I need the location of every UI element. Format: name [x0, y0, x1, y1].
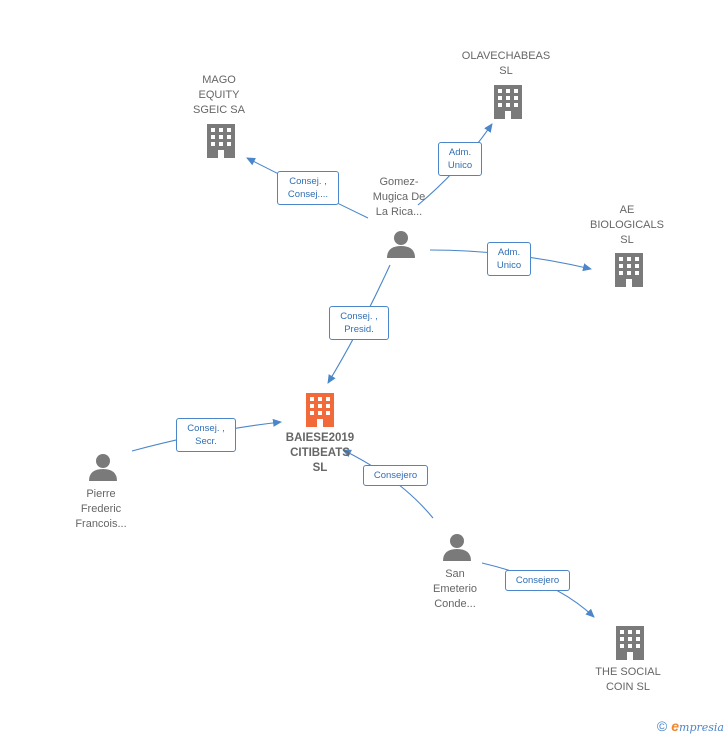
brand-name: mpresia: [679, 721, 724, 734]
node-label-mago[interactable]: MAGO EQUITY SGEIC SA: [193, 74, 245, 116]
brand-initial: e: [671, 718, 680, 734]
edge-label-gomez-olavechabeas[interactable]: Adm. Unico: [438, 142, 482, 176]
edge-label-gomez-mago[interactable]: Consej. , Consej....: [277, 171, 339, 205]
building-icon-ae-biologicals[interactable]: [615, 253, 643, 287]
empresia-logo: empresia: [671, 718, 724, 734]
edge-label-gomez-ae[interactable]: Adm. Unico: [487, 242, 531, 276]
edge-label-san-baiese[interactable]: Consejero: [363, 465, 428, 486]
building-icon-baiese[interactable]: [306, 393, 334, 427]
node-label-san-emeterio[interactable]: San Emeterio Conde...: [432, 568, 478, 610]
node-label-pierre[interactable]: Pierre Frederic Francois...: [75, 488, 127, 530]
node-label-gomez[interactable]: Gomez- Mugica De La Rica...: [372, 176, 426, 218]
edge-label-san-social[interactable]: Consejero: [505, 570, 570, 591]
building-icon-social-coin[interactable]: [616, 626, 644, 660]
edge-label-pierre-baiese[interactable]: Consej. , Secr.: [176, 418, 236, 452]
building-icon-olavechabeas[interactable]: [494, 85, 522, 119]
empresia-footer[interactable]: © empresia: [657, 718, 724, 734]
building-icon-mago[interactable]: [207, 124, 235, 158]
node-label-olavechabeas[interactable]: OLAVECHABEAS SL: [461, 50, 551, 77]
node-label-ae-biologicals[interactable]: AE BIOLOGICALS SL: [590, 204, 664, 246]
edge-label-gomez-baiese[interactable]: Consej. , Presid.: [329, 306, 389, 340]
copyright-icon: ©: [656, 718, 668, 734]
node-label-baiese[interactable]: BAIESE2019 CITIBEATS SL: [285, 432, 355, 474]
person-icon-pierre[interactable]: [89, 454, 117, 481]
node-label-social-coin[interactable]: THE SOCIAL COIN SL: [595, 666, 661, 693]
person-icon-san-emeterio[interactable]: [443, 534, 471, 561]
person-icon-gomez[interactable]: [387, 231, 415, 258]
